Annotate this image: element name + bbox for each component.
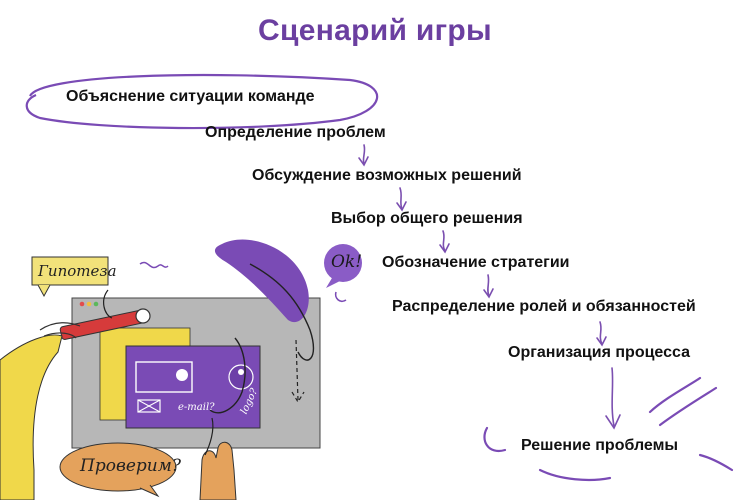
ok-bubble [324,244,362,282]
check-bubble [59,442,177,492]
check-label: Проверим? [80,456,181,476]
yellow-arm [0,334,63,500]
step-6: Распределение ролей и обязанностей [392,298,696,315]
step-8: Решение проблемы [521,437,679,454]
arrow-1 [362,144,366,165]
step-5: Обозначение стратегии [382,254,570,271]
step-3: Обсуждение возможных решений [252,167,522,184]
arrow-4 [487,274,490,297]
decor-strokes [483,376,734,482]
ok-label: Ok! [331,252,363,272]
step-7: Организация процесса [508,344,690,361]
arrow-5 [599,321,603,345]
step-arrows [358,144,621,430]
arrow-6 [611,367,615,427]
hypothesis-note [31,256,109,286]
purple-blob [214,239,309,323]
step-4: Выбор общего решения [331,210,523,227]
email-label: e-mail? [178,402,215,413]
page-title: Сценарий игры [258,14,492,47]
arrow-3 [442,230,446,252]
step-1: Объяснение ситуации команде [66,88,315,105]
highlight-ellipse [25,73,379,130]
step-2: Определение проблем [205,124,386,141]
arrow-2 [399,187,403,210]
orange-hand [199,441,237,500]
hypothesis-label: Гипотеза [38,262,117,280]
